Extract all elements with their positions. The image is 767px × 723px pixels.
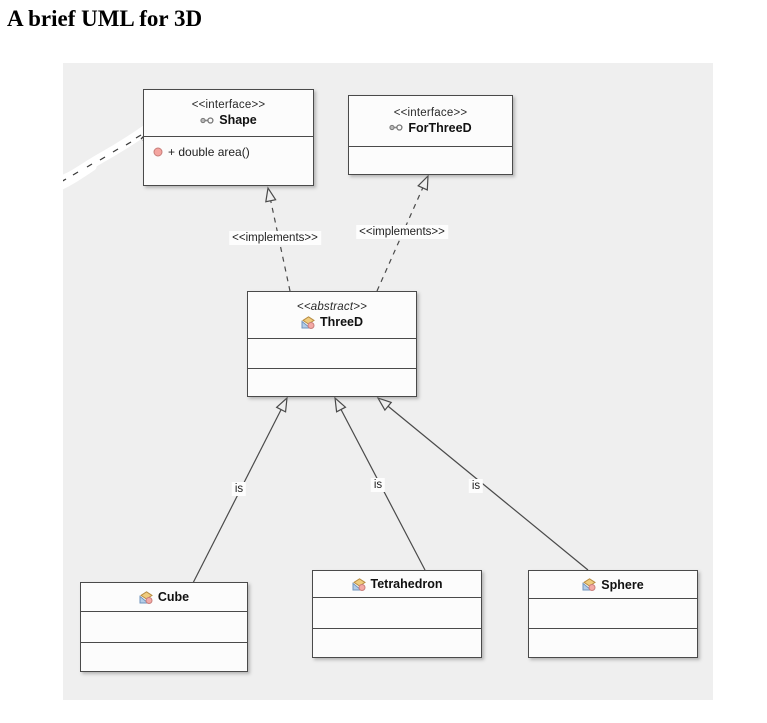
method-row: + double area() (144, 137, 313, 159)
stereotype-label: <<interface>> (393, 106, 468, 119)
method-visibility-icon (153, 147, 163, 157)
class-name: Sphere (601, 577, 644, 592)
edge-label-implements-left: <<implements>> (229, 231, 321, 245)
class-box-sphere[interactable]: Sphere (528, 570, 698, 658)
class-icon (301, 315, 315, 329)
class-box-tetrahedron[interactable]: Tetrahedron (312, 570, 482, 658)
stereotype-label: <<abstract>> (296, 301, 368, 314)
connector-layer (63, 122, 589, 584)
class-name: Cube (157, 590, 190, 605)
edge-label-is-tetrahedron: is (370, 478, 386, 492)
class-name: Shape (219, 113, 257, 127)
method-signature: + double area() (168, 145, 250, 160)
class-name: ForThreeD (408, 120, 472, 135)
class-box-shape[interactable]: <<interface>> Shape + double area() (143, 89, 314, 186)
edge-label-is-cube: is (231, 482, 247, 496)
class-box-cube[interactable]: Cube (80, 582, 248, 672)
class-icon (582, 578, 597, 592)
diagram-canvas[interactable]: <<implements>> <<implements>> is is is <… (63, 63, 713, 700)
class-icon (139, 590, 153, 604)
interface-icon (200, 116, 214, 124)
interface-icon (389, 124, 403, 131)
class-box-threed[interactable]: <<abstract>> ThreeD (247, 291, 417, 397)
edge-label-implements-right: <<implements>> (356, 225, 448, 239)
page-title: A brief UML for 3D (7, 6, 203, 31)
class-icon (352, 577, 366, 591)
erased-connector-scribble (63, 122, 155, 190)
class-name: ThreeD (319, 315, 364, 330)
stereotype-label: <<interface>> (191, 99, 266, 111)
edge-label-is-sphere: is (468, 479, 484, 493)
class-name: Tetrahedron (370, 577, 443, 592)
class-box-forthreed[interactable]: <<interface>> ForThreeD (348, 95, 513, 175)
